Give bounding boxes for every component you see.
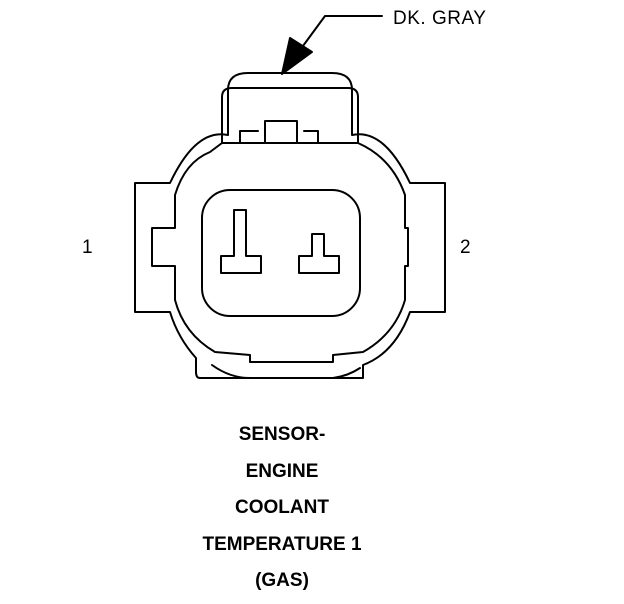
- callout-leader: [281, 15, 383, 75]
- connector-housing-inner: [151, 142, 409, 363]
- caption-line: (GAS): [255, 570, 309, 591]
- pin-1-label: 1: [82, 237, 93, 258]
- caption-line: COOLANT: [235, 497, 329, 518]
- connector-latch: [221, 87, 359, 144]
- pin-2-label: 2: [460, 237, 471, 258]
- connector-housing-outer: [134, 72, 446, 379]
- terminal-cavity: [201, 189, 361, 317]
- caption-line: SENSOR-: [238, 424, 326, 445]
- latch-tab: [239, 120, 319, 144]
- caption-line: TEMPERATURE 1: [202, 533, 362, 555]
- wire-color-label: DK. GRAY: [393, 8, 487, 29]
- terminal-pin-1: [220, 209, 262, 274]
- connector-bottom-skirt: [211, 364, 361, 379]
- terminal-pin-2: [298, 233, 340, 274]
- caption-line: ENGINE: [245, 460, 319, 482]
- component-caption: SENSOR- ENGINE COOLANT TEMPERATURE 1 (GA…: [132, 421, 432, 604]
